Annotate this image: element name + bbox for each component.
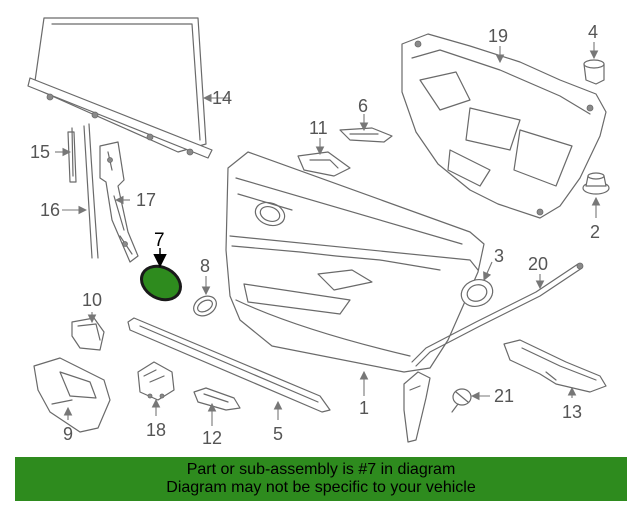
label-11: 11 [309,118,328,138]
door-trim-panel-part [225,151,485,373]
label-2: 2 [590,222,600,242]
armrest-trim-part [33,357,111,433]
leader-lines [55,42,601,426]
label-3: 3 [494,246,504,266]
diagram-notice-banner: Part or sub-assembly is #7 in diagram Di… [15,457,627,501]
banner-line-2: Diagram may not be specific to your vehi… [166,479,476,496]
armrest-bracket-part [503,339,607,393]
label-4: 4 [588,22,598,42]
label-12: 12 [202,428,222,448]
plug-part [582,172,610,195]
part-number-labels: 14 15 16 17 7 8 10 9 18 12 5 11 6 1 3 20… [30,22,600,448]
label-20: 20 [528,254,548,274]
retaining-clip-part [451,388,472,413]
label-14: 14 [212,88,232,108]
banner-line-1: Part or sub-assembly is #7 in diagram [186,461,456,478]
label-15: 15 [30,142,50,162]
door-carrier-part [401,33,607,219]
label-18: 18 [146,420,166,440]
label-13: 13 [562,402,582,422]
label-21: 21 [494,386,514,406]
lower-bracket-part [403,371,431,443]
label-10: 10 [82,290,102,310]
label-17: 17 [136,190,156,210]
label-19: 19 [488,26,508,46]
trim-strip-part [67,127,77,183]
window-regulator-part [99,141,139,263]
window-glass-part [27,17,213,159]
label-1: 1 [359,398,369,418]
door-seal-part [411,262,584,367]
label-16: 16 [40,200,60,220]
door-handle-part [339,127,393,143]
handle-bracket-part [193,387,241,411]
tweeter-ring-part [193,295,217,317]
switch-clip-part [71,317,105,351]
label-8: 8 [200,256,210,276]
label-9: 9 [63,424,73,444]
parts-diagram: 14 15 16 17 7 8 10 9 18 12 5 11 6 1 3 20… [27,17,610,448]
weatherstrip-part [83,123,99,259]
label-7: 7 [154,230,165,251]
label-6: 6 [358,96,368,116]
speaker-ring-part [460,279,494,307]
label-5: 5 [273,424,283,444]
window-switch-part [137,361,175,401]
grommet-part [583,59,605,85]
lower-trim-strip-part [127,317,331,413]
speaker-grille-part-7 [139,248,183,302]
